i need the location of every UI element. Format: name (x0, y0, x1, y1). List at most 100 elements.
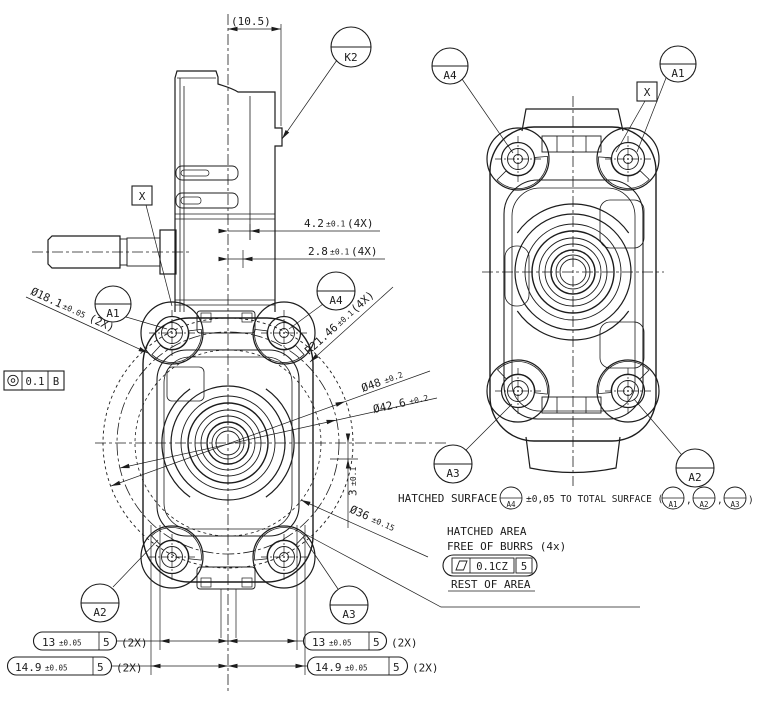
concentricity-icon (7, 374, 19, 387)
dim-dia-48: Ø48 ±0.2 (110, 370, 431, 489)
balloon-a4-left: A4 (288, 271, 356, 330)
screw-top-right (266, 315, 302, 351)
dim-tolerance: ±0.15 (370, 515, 396, 533)
dim-grade: 5 (103, 636, 110, 649)
datum-x-left: X (131, 185, 173, 307)
screw-top-right (610, 141, 646, 177)
dim-width-13-left: 13 ±0.05 5 (2X) (32, 631, 148, 651)
dim-tolerance: ±0.2 (383, 370, 404, 385)
screw-bottom-right (610, 373, 646, 409)
balloon-label: A4 (329, 294, 343, 307)
dim-count: (2X) (412, 662, 439, 675)
dim-tolerance: ±0.1 (349, 467, 358, 486)
dim-value: 14.9 (15, 661, 42, 674)
dim-pitch-a: 4.2 ±0.1 (4X) (218, 217, 380, 240)
dim-value: 13 (42, 636, 55, 649)
note-close: ) (748, 495, 754, 506)
central-bore-right (514, 203, 632, 341)
dim-value: Ø36 (348, 503, 371, 523)
right-view (486, 108, 660, 474)
dim-tolerance: ±0.05 (59, 639, 82, 648)
fcf-zone: 5 (521, 561, 527, 573)
dim-count: (2X) (116, 662, 143, 675)
datum-label: X (644, 86, 651, 99)
centerlines (32, 14, 664, 692)
balloon-a1-left: A1 (94, 285, 168, 330)
dim-value: Ø42.6 (372, 396, 407, 416)
note-separator: , (717, 495, 723, 506)
dim-count: (2X) (391, 637, 418, 650)
dim-dia-42-6: Ø42.6 ±0.2 (119, 393, 438, 471)
balloon-label: A3 (446, 467, 459, 480)
fcf-datum: B (53, 376, 59, 388)
fcf-concentricity: 0.1 B (3, 370, 65, 391)
dim-tolerance: ±0.05 (345, 664, 368, 673)
mini-balloon-a1: A1 (668, 500, 677, 509)
dim-grade: 5 (97, 661, 104, 674)
flatness-icon (455, 560, 468, 571)
dim-tolerance: ±0.1 (330, 248, 349, 257)
balloon-k2: K2 (280, 26, 372, 141)
dim-tolerance: ±0.05 (61, 302, 87, 320)
dim-value: 13 (312, 636, 325, 649)
dim-grade: 5 (393, 661, 400, 674)
screw-top-left (154, 315, 190, 351)
dim-value: 14.9 (315, 661, 342, 674)
dim-value: 2.8 (308, 245, 328, 258)
note-separator: , (686, 495, 692, 506)
dim-grade: 5 (373, 636, 380, 649)
mini-balloon-a3: A3 (730, 500, 739, 509)
note-text: ±0,05 TO TOTAL SURFACE ( (526, 494, 663, 505)
dim-top-offset: (10.5) (228, 15, 282, 126)
dim-width-14-9-left: 14.9 ±0.05 5 (2X) (6, 656, 143, 676)
screw-top-left (500, 141, 536, 177)
dim-width-14-9-right: 14.9 ±0.05 5 (2X) (306, 656, 439, 676)
note-hatched-surface: HATCHED SURFACE A4 ±0,05 TO TOTAL SURFAC… (398, 486, 754, 510)
note-text: HATCHED SURFACE (398, 492, 497, 505)
dim-tolerance: ±0.2 (408, 393, 429, 406)
dim-count: (4X) (351, 245, 378, 258)
mini-balloon-a4: A4 (506, 500, 516, 509)
dim-top-offset-text: (10.5) (231, 15, 271, 28)
balloon-label: A1 (106, 307, 119, 320)
balloon-a2-left: A2 (80, 539, 159, 623)
screw-bottom-left (154, 539, 190, 575)
balloon-a2-right: A2 (633, 398, 715, 488)
dim-tolerance: ±0.05 (45, 664, 68, 673)
dim-count: (4X) (347, 217, 374, 230)
dim-pitch-b: 2.8 ±0.1 (4X) (218, 245, 385, 268)
dim-boss-dia: Ø18.1 ±0.05 (2X) (25, 285, 149, 355)
dim-count: (2X) (121, 637, 148, 650)
screw-bottom-left (500, 373, 536, 409)
dim-count: (4X) (348, 288, 376, 315)
fcf-flatness-burrs: 0.1CZ 5 (442, 554, 538, 577)
balloon-a3-right: A3 (433, 403, 513, 484)
left-view (47, 70, 316, 590)
note-leader (304, 533, 640, 608)
balloon-a4-right: A4 (431, 47, 514, 154)
central-bore-left (161, 385, 295, 501)
note-hatched-area: HATCHED AREA (447, 525, 527, 538)
datum-label: X (139, 190, 146, 203)
dim-value: Ø48 (360, 376, 383, 395)
dim-value: 4.2 (304, 217, 324, 230)
note-free-of-burrs: FREE OF BURRS (4x) (447, 540, 566, 553)
dim-depth-3: 3 ±0.1 (330, 433, 360, 528)
balloon-a3-left: A3 (302, 536, 369, 625)
balloon-label: K2 (344, 51, 357, 64)
balloon-label: A4 (443, 69, 457, 82)
balloon-label: A2 (93, 606, 106, 619)
balloon-a1-right: A1 (636, 45, 697, 153)
balloon-label: A2 (688, 471, 701, 484)
fcf-tolerance: 0.1CZ (476, 561, 508, 573)
dimensions: (10.5) 4.2 ±0.1 (4X) 2.8 ±0.1 (4X) Ø18.1 (6, 15, 439, 676)
dim-tolerance: ±0.05 (329, 639, 352, 648)
dim-tolerance: ±0.1 (326, 220, 345, 229)
dim-width-13-right: 13 ±0.05 5 (2X) (302, 631, 418, 651)
balloon-label: A3 (342, 608, 355, 621)
dim-corner-radius: R21.46 ±0.1 (4X) (302, 286, 394, 364)
balloon-label: A1 (671, 67, 684, 80)
screw-bottom-right (266, 539, 302, 575)
